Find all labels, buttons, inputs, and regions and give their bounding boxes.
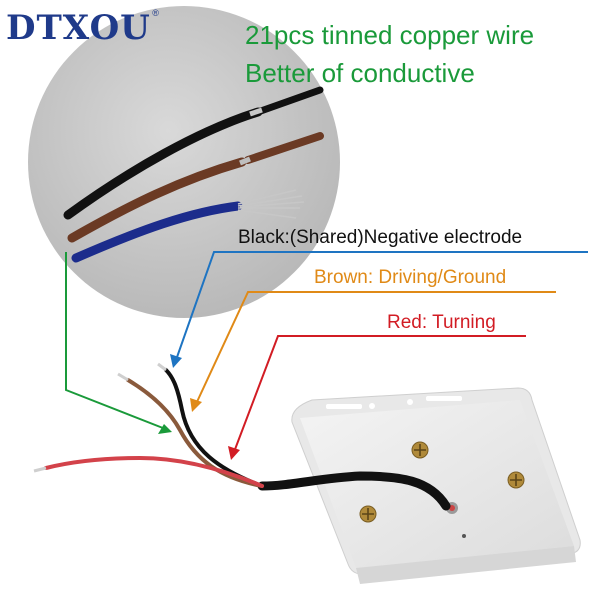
- green-leader-line: [65, 252, 169, 431]
- mounting-plate: [291, 387, 581, 584]
- brown-leader-line: [195, 291, 556, 405]
- brand-logo: DTXOU ®: [6, 8, 159, 48]
- brown-wire: [126, 378, 264, 488]
- screw-icon: [507, 471, 525, 489]
- headline-wire-spec: 21pcs tinned copper wire: [245, 20, 535, 50]
- registered-mark: ®: [152, 8, 160, 18]
- brown-wire-closeup: [67, 157, 247, 243]
- black-wire-closeup: [63, 107, 263, 220]
- red-wire: [44, 455, 264, 488]
- red-leader-line: [233, 335, 526, 453]
- label-black-wire: Black:(Shared)Negative electrode: [238, 227, 523, 248]
- label-red-wire: Red: Turning: [387, 312, 496, 333]
- blue-wire-closeup: [71, 201, 243, 263]
- copper-strands: [237, 189, 305, 219]
- screw-icon: [359, 505, 377, 523]
- brand-name: DTXOU: [6, 8, 151, 48]
- headline-conductivity: Better of conductive: [245, 58, 475, 88]
- black-cable: [257, 471, 451, 511]
- zoom-circle: [28, 6, 340, 318]
- screw-icon: [411, 441, 429, 459]
- black-leader-line: [175, 251, 588, 361]
- label-brown-wire: Brown: Driving/Ground: [314, 267, 507, 288]
- wire-closeup: [63, 86, 324, 263]
- wire-harness: [33, 362, 451, 511]
